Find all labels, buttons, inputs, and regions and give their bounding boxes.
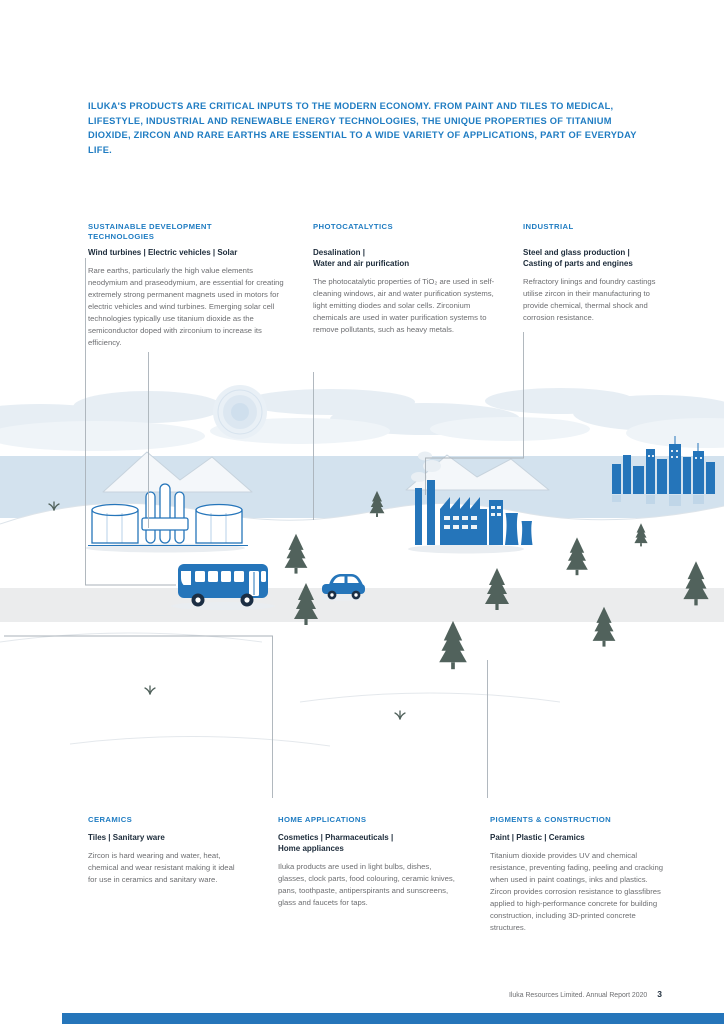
- section-heading: INDUSTRIAL: [523, 222, 574, 231]
- section-subheading: Steel and glass production | Casting of …: [523, 248, 633, 269]
- section-body: Rare earths, particularly the high value…: [88, 266, 284, 347]
- section-heading: SUSTAINABLE DEVELOPMENT TECHNOLOGIES: [88, 222, 212, 241]
- section-subheading: Cosmetics | Pharmaceuticals | Home appli…: [278, 833, 394, 854]
- shrub-icon: [394, 710, 406, 720]
- section-subheading: Desalination | Water and air purificatio…: [313, 248, 410, 269]
- section-heading: CERAMICS: [88, 815, 133, 824]
- section-subheading: Paint | Plastic | Ceramics: [490, 833, 585, 842]
- section-sustainable-development-technologies: SUSTAINABLE DEVELOPMENT TECHNOLOGIES Win…: [88, 222, 284, 349]
- section-heading: HOME APPLICATIONS: [278, 815, 367, 824]
- section-industrial: INDUSTRIAL Steel and glass production | …: [523, 222, 673, 324]
- section-subheading: Wind turbines | Electric vehicles | Sola…: [88, 248, 238, 257]
- car: [322, 574, 365, 600]
- section-pigments-construction: PIGMENTS & CONSTRUCTION Paint | Plastic …: [490, 815, 670, 934]
- section-photocatalytics: PHOTOCATALYTICS Desalination | Water and…: [313, 222, 505, 336]
- footer-imprint: Iluka Resources Limited. Annual Report 2…: [508, 992, 648, 999]
- section-heading: PHOTOCATALYTICS: [313, 222, 394, 231]
- cloud-band: [0, 388, 724, 451]
- sun-icon: [213, 385, 267, 439]
- section-body: Titanium dioxide provides UV and chemica…: [490, 851, 664, 932]
- ground-contours: [0, 632, 561, 747]
- section-heading: PIGMENTS & CONSTRUCTION: [490, 815, 612, 824]
- pine-tree-icon: [439, 620, 467, 670]
- footer-accent-bar: [62, 1013, 724, 1024]
- shrub-icon: [144, 685, 156, 695]
- refinery-tanks: [88, 483, 248, 546]
- skyline-reflection: [612, 495, 704, 506]
- processing-columns: [141, 483, 189, 544]
- section-body: Zircon is hard wearing and water, heat, …: [88, 851, 235, 885]
- factory: [411, 451, 533, 545]
- section-home-applications: HOME APPLICATIONS Cosmetics | Pharmaceut…: [278, 815, 458, 909]
- connector-lines: [4, 258, 524, 798]
- mountains: [102, 451, 550, 493]
- bus: [178, 564, 268, 607]
- page-footer: Iluka Resources Limited. Annual Report 2…: [509, 989, 662, 999]
- section-ceramics: CERAMICS Tiles | Sanitary ware Zircon is…: [88, 815, 240, 886]
- intro-statement: ILUKA'S PRODUCTS ARE CRITICAL INPUTS TO …: [88, 101, 637, 156]
- section-body: Iluka products are used in light bulbs, …: [278, 862, 455, 908]
- city-skyline: [612, 436, 715, 506]
- page-number: 3: [657, 989, 662, 999]
- section-subheading: Tiles | Sanitary ware: [88, 833, 165, 842]
- section-body: The photocatalytic properties of TiO₂ ar…: [313, 277, 495, 335]
- section-body: Refractory linings and foundry castings …: [523, 277, 656, 323]
